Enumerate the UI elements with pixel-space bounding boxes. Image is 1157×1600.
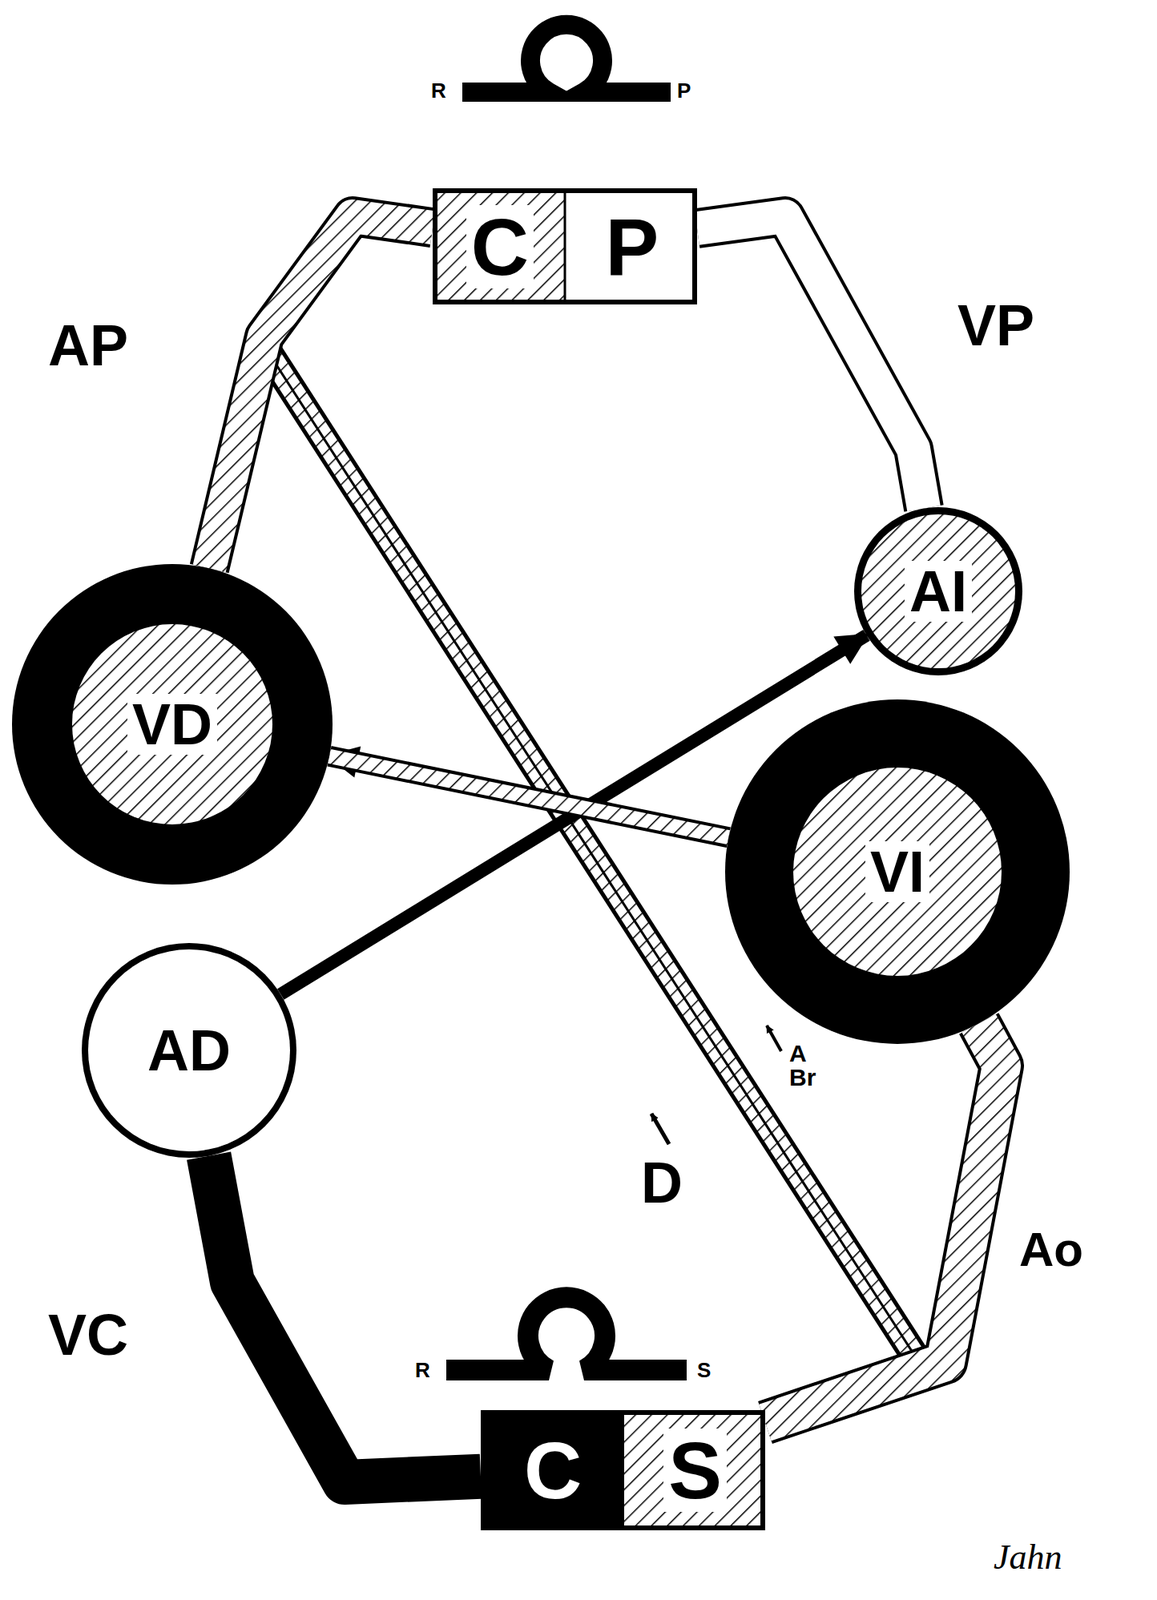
vessel-outline xyxy=(765,1023,1002,1423)
node-ring xyxy=(854,507,1023,676)
letter-label: P xyxy=(677,80,691,101)
vessel-label: VC xyxy=(48,1306,129,1364)
node-divider xyxy=(621,1410,625,1531)
node-text-area: CS xyxy=(480,1410,766,1531)
vessel-outline xyxy=(209,1156,481,1483)
ventricular-shunt-band xyxy=(329,756,729,838)
signature: Jahn xyxy=(993,1539,1063,1576)
node-label: C xyxy=(519,1428,587,1512)
vessel-label: AP xyxy=(48,316,129,375)
left-atrium-circle: AI xyxy=(854,507,1023,676)
aorta-vessel xyxy=(765,1023,1002,1423)
pulmonary-vein-vessel xyxy=(697,216,924,509)
flow-arrow xyxy=(766,1025,782,1052)
right-atrium-circle: AD xyxy=(81,943,297,1158)
node-text-area: AD xyxy=(81,943,297,1158)
node-label: P xyxy=(600,205,665,289)
node-text-area: AI xyxy=(854,507,1023,676)
vessel-fill xyxy=(765,1023,1002,1423)
node-ring xyxy=(12,564,333,885)
vessel-fill xyxy=(209,216,433,569)
node-half xyxy=(623,1410,766,1531)
node-ring xyxy=(81,943,297,1158)
node-half xyxy=(480,1410,624,1531)
vessel-fill xyxy=(697,216,924,509)
node-fill xyxy=(861,514,1016,669)
vessel-outline xyxy=(209,216,433,569)
left-ventricle-circle: VI xyxy=(725,699,1070,1045)
letter-label: S xyxy=(697,1359,711,1381)
node-text-area: VI xyxy=(725,699,1070,1045)
vessel-fill xyxy=(329,756,729,838)
node-label: AD xyxy=(142,1019,236,1081)
node-ring xyxy=(725,699,1070,1045)
vessel-letter: D xyxy=(640,1153,683,1212)
omega-symbol xyxy=(446,1297,687,1371)
pulmonary-artery-vessel xyxy=(209,216,433,569)
node-half xyxy=(564,188,698,305)
letter-label: R xyxy=(415,1359,431,1381)
node-fill xyxy=(88,949,291,1152)
flow-arrow xyxy=(651,1113,670,1145)
vena-cava-vessel xyxy=(209,1156,481,1483)
node-half xyxy=(432,188,565,305)
vessel-outline xyxy=(329,756,729,838)
right-ventricle-circle: VD xyxy=(12,564,333,885)
node-text-area: CP xyxy=(432,188,698,305)
node-fill xyxy=(72,624,273,825)
node-label: VI xyxy=(865,841,930,903)
vessel-abbreviation: A Br xyxy=(789,1041,816,1090)
node-divider xyxy=(564,188,567,305)
vessel-outline xyxy=(697,216,924,509)
node-label: VD xyxy=(127,693,218,755)
vessel-label: VP xyxy=(957,296,1035,355)
node-text-area: VD xyxy=(12,564,333,885)
node-label: C xyxy=(466,205,534,289)
omega-keyhole xyxy=(559,1346,574,1362)
node-fill xyxy=(793,767,1002,976)
pulmonary-capillary-box: CP xyxy=(432,188,698,305)
node-label: S xyxy=(663,1428,727,1512)
omega-symbol xyxy=(462,24,671,93)
letter-label: R xyxy=(431,80,447,101)
vessel-label: Ao xyxy=(1019,1225,1084,1274)
systemic-capillary-box: CS xyxy=(480,1410,766,1531)
node-label: AI xyxy=(904,560,972,622)
